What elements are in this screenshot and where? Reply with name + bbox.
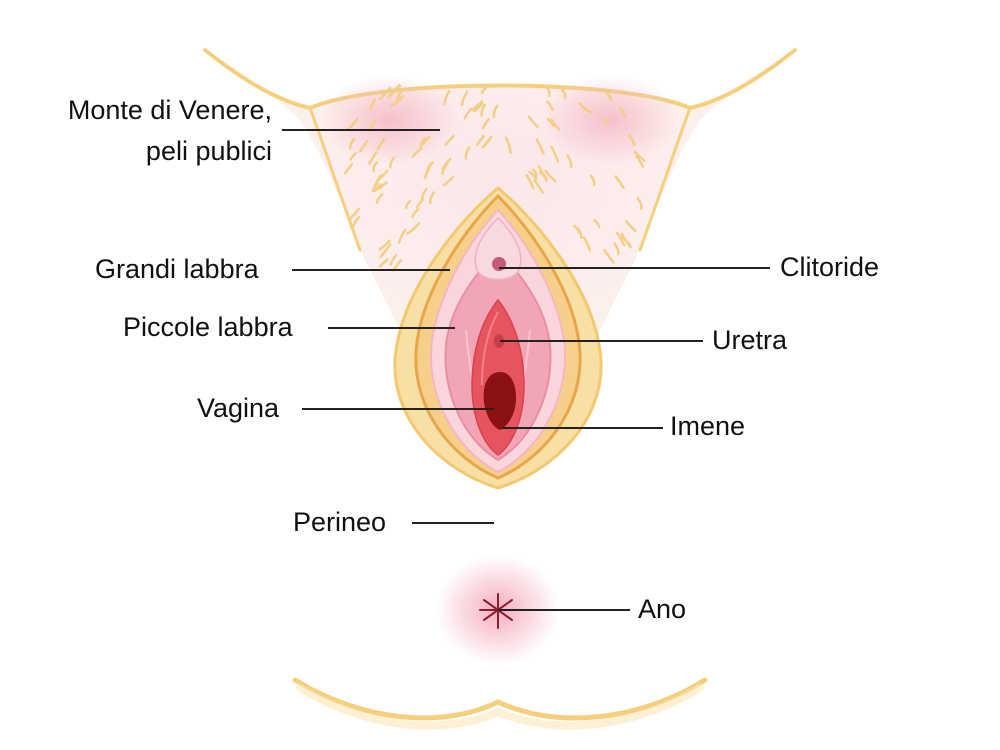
hair-stroke — [527, 115, 539, 129]
hair-stroke — [546, 117, 555, 128]
hair-stroke — [545, 85, 551, 97]
hair-stroke — [369, 98, 377, 111]
hair-stroke — [377, 181, 388, 191]
urethra-dot — [494, 334, 504, 348]
hair-stroke — [480, 84, 489, 94]
hair-stroke — [419, 137, 426, 151]
hair-stroke — [348, 207, 361, 221]
label-anus: Ano — [638, 594, 687, 624]
hair-stroke — [443, 89, 451, 106]
hair-stroke — [376, 137, 386, 151]
hair-stroke — [373, 183, 383, 193]
hair-stroke — [411, 208, 420, 218]
hair-stroke — [347, 117, 359, 131]
hair-stroke — [578, 102, 593, 114]
hair-stroke — [375, 192, 384, 204]
hair-stroke — [411, 148, 421, 158]
hair-stroke — [464, 146, 471, 160]
hair-stroke — [535, 138, 545, 155]
hair-stroke — [476, 134, 485, 147]
hair-stroke — [421, 135, 431, 145]
label-clitoris: Clitoride — [780, 252, 880, 282]
hair-stroke — [389, 156, 396, 169]
hair-stroke — [471, 100, 484, 111]
hair-stroke — [545, 100, 555, 112]
hair-stroke — [348, 137, 356, 151]
hair-stroke — [525, 174, 535, 190]
hair-stroke — [444, 134, 455, 147]
hair-stroke — [343, 162, 354, 175]
hair-stroke — [427, 161, 435, 173]
label-labia-minora: Piccole labbra — [123, 312, 293, 342]
hair-stroke — [627, 134, 636, 147]
hair-stroke — [582, 236, 591, 252]
hair-stroke — [397, 228, 407, 244]
hair-stroke — [572, 224, 581, 234]
hair-stroke — [550, 118, 560, 131]
hair-stroke — [481, 118, 491, 130]
hair-stroke — [371, 182, 379, 193]
hair-stroke — [378, 86, 392, 101]
vaginal-opening — [483, 372, 516, 430]
hair-stroke — [378, 258, 389, 268]
hair-stroke — [379, 243, 392, 259]
hair-stroke — [460, 90, 469, 107]
hair-stroke — [442, 175, 455, 187]
hair-stroke — [368, 150, 378, 165]
hair-stroke — [358, 140, 369, 153]
hair-stroke — [566, 154, 573, 169]
hair-stroke — [620, 235, 632, 246]
label-hymen: Imene — [670, 411, 746, 441]
label-vagina: Vagina — [197, 393, 280, 423]
hair-stroke — [624, 219, 637, 233]
hair-stroke — [481, 139, 491, 149]
hair-stroke — [550, 145, 560, 163]
label-mons-line1: Monte di Venere, — [67, 95, 272, 125]
hair-stroke — [473, 102, 484, 113]
label-perineum: Perineo — [293, 507, 387, 537]
hair-stroke — [615, 231, 626, 247]
hair-stroke — [389, 253, 398, 266]
hair-stroke — [349, 151, 358, 162]
hair-stroke — [604, 90, 613, 101]
hair-stroke — [633, 150, 646, 163]
pubic-hair — [343, 83, 646, 272]
hair-stroke — [492, 104, 499, 119]
hair-stroke — [601, 115, 609, 126]
hair-stroke — [378, 239, 391, 251]
hair-stroke — [635, 155, 645, 168]
hair-stroke — [544, 169, 557, 183]
label-mons-line2: peli publici — [145, 136, 272, 166]
label-labia-majora: Grandi labbra — [95, 254, 259, 284]
hair-stroke — [387, 84, 402, 98]
hair-stroke — [533, 178, 544, 194]
label-urethra: Uretra — [712, 325, 788, 355]
hair-stroke — [480, 103, 487, 117]
hair-stroke — [504, 136, 512, 154]
hair-stroke — [589, 174, 596, 187]
hair-stroke — [618, 106, 627, 118]
hair-stroke — [463, 107, 473, 120]
hair-stroke — [404, 199, 412, 210]
hair-stroke — [603, 248, 615, 264]
hair-stroke — [351, 215, 361, 228]
leader-lines — [282, 129, 770, 611]
hair-stroke — [368, 119, 377, 131]
hair-stroke — [441, 157, 452, 171]
hair-stroke — [538, 170, 548, 180]
hair-stroke — [420, 188, 428, 202]
hair-stroke — [531, 168, 538, 180]
hair-stroke — [396, 91, 402, 103]
hair-stroke — [613, 242, 620, 256]
hair-stroke — [429, 191, 436, 204]
hair-stroke — [636, 196, 643, 210]
hair-stroke — [560, 86, 567, 100]
hair-stroke — [614, 175, 625, 189]
hair-stroke — [372, 161, 379, 173]
hair-stroke — [406, 221, 421, 235]
hair-stroke — [593, 218, 601, 229]
